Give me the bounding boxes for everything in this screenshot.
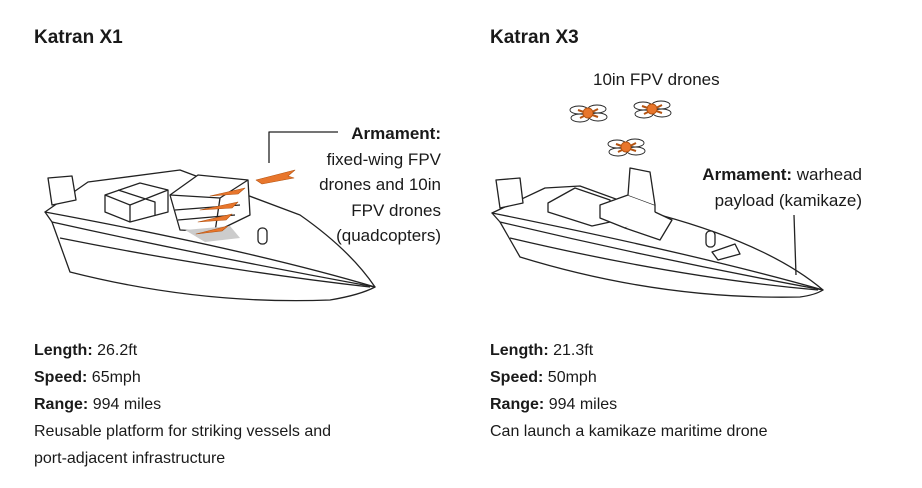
motor-icon [47, 175, 77, 206]
launcher-shadow [185, 226, 240, 242]
length-label: Length: [490, 342, 549, 359]
range-label: Range: [34, 396, 89, 413]
length-row: Length: 21.3ft [490, 337, 767, 364]
katran-x3-specs: Length: 21.3ft Speed: 50mph Range: 994 m… [490, 337, 767, 445]
katran-x1-specs: Length: 26.2ft Speed: 65mph Range: 994 m… [34, 337, 331, 472]
speed-row: Speed: 50mph [490, 364, 767, 391]
armament-line: warhead [796, 165, 862, 184]
length-value: 21.3ft [553, 342, 594, 359]
length-value: 26.2ft [97, 342, 138, 359]
armament-label: Armament: [702, 165, 793, 184]
armament-line: drones and 10in [319, 175, 441, 194]
armament-line: (quadcopters) [336, 226, 441, 245]
katran-x1-title: Katran X1 [34, 27, 123, 48]
range-value: 994 miles [92, 396, 162, 413]
range-row: Range: 994 miles [490, 391, 767, 418]
armament-label: Armament: [351, 124, 441, 143]
hatch [257, 227, 268, 245]
speed-value: 50mph [547, 369, 597, 386]
drones-label: 10in FPV drones [593, 70, 720, 89]
leader-line [793, 214, 797, 276]
quadcopter-drones-icon [569, 100, 672, 157]
armament-line: FPV drones [351, 200, 441, 220]
katran-x3-boat-drawing [491, 100, 824, 298]
motor-icon [495, 177, 524, 209]
armament-line: payload (kamikaze) [714, 190, 862, 210]
length-label: Length: [34, 342, 93, 359]
description-line: port-adjacent infrastructure [34, 450, 226, 467]
speed-value: 65mph [91, 369, 141, 386]
launcher [169, 174, 251, 233]
speed-row: Speed: 65mph [34, 364, 331, 391]
range-value: 994 miles [548, 396, 618, 413]
katran-x3-title: Katran X3 [490, 27, 579, 48]
fixed-wing-drone-icon [255, 169, 296, 185]
drone-wings-icon [195, 169, 296, 235]
armament-line: fixed-wing FPV [326, 149, 441, 169]
length-row: Length: 26.2ft [34, 337, 331, 364]
description-line: Reusable platform for striking vessels a… [34, 423, 332, 440]
description-line: Can launch a kamikaze maritime drone [490, 423, 768, 440]
speed-label: Speed: [490, 369, 544, 386]
range-label: Range: [490, 396, 545, 413]
speed-label: Speed: [34, 369, 88, 386]
katran-x1-boat-drawing [44, 131, 376, 302]
katran-x1-armament: Armament: fixed-wing FPV drones and 10in… [319, 121, 441, 249]
katran-x3-armament: Armament: warhead payload (kamikaze) [702, 162, 862, 213]
range-row: Range: 994 miles [34, 391, 331, 418]
leader-line [268, 131, 338, 163]
